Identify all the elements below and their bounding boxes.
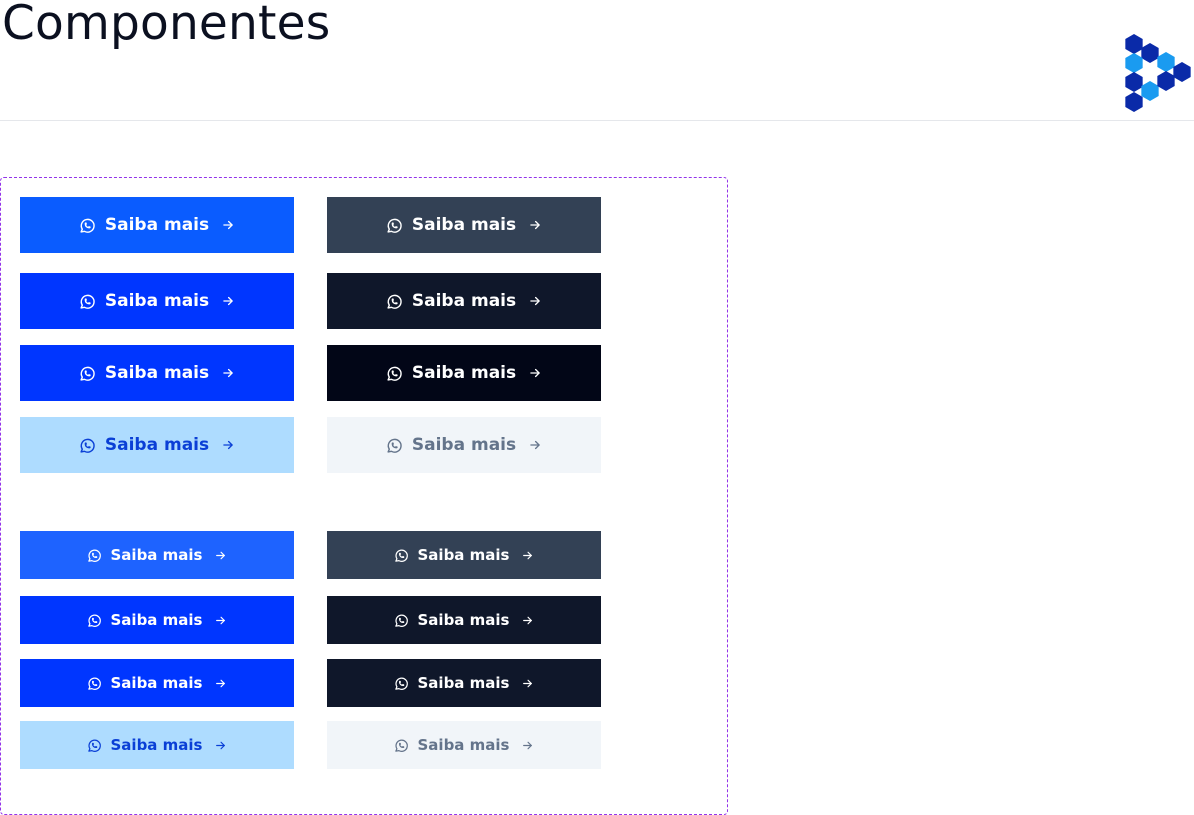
saiba-mais-button-primary-hover-sm[interactable]: Saiba mais bbox=[20, 596, 294, 644]
logo-hexagon bbox=[1141, 81, 1159, 101]
whatsapp-icon bbox=[79, 365, 96, 382]
saiba-mais-button-secondary-hover-sm[interactable]: Saiba mais bbox=[327, 596, 601, 644]
arrow-right-icon bbox=[528, 294, 542, 308]
arrow-right-icon bbox=[521, 677, 534, 690]
whatsapp-icon bbox=[394, 676, 409, 691]
button-label: Saiba mais bbox=[417, 611, 510, 629]
arrow-right-icon bbox=[221, 366, 235, 380]
whatsapp-icon bbox=[394, 548, 409, 563]
arrow-right-icon bbox=[214, 677, 227, 690]
whatsapp-icon bbox=[87, 738, 102, 753]
button-label: Saiba mais bbox=[104, 435, 210, 455]
arrow-right-icon bbox=[214, 614, 227, 627]
saiba-mais-button-primary-disabled-lg[interactable]: Saiba mais bbox=[20, 417, 294, 473]
saiba-mais-button-secondary-disabled-sm[interactable]: Saiba mais bbox=[327, 721, 601, 769]
button-label: Saiba mais bbox=[411, 215, 517, 235]
logo-hexagon bbox=[1173, 62, 1191, 82]
saiba-mais-button-primary-hover-lg[interactable]: Saiba mais bbox=[20, 273, 294, 329]
saiba-mais-button-primary-sm[interactable]: Saiba mais bbox=[20, 531, 294, 579]
whatsapp-icon bbox=[87, 613, 102, 628]
arrow-right-icon bbox=[214, 549, 227, 562]
arrow-right-icon bbox=[528, 218, 542, 232]
button-label: Saiba mais bbox=[104, 215, 210, 235]
hexagon-cluster-logo-icon[interactable] bbox=[1120, 32, 1194, 114]
arrow-right-icon bbox=[521, 614, 534, 627]
button-label: Saiba mais bbox=[411, 363, 517, 383]
saiba-mais-button-secondary-active-lg[interactable]: Saiba mais bbox=[327, 345, 601, 401]
arrow-right-icon bbox=[528, 366, 542, 380]
saiba-mais-button-secondary-hover-lg[interactable]: Saiba mais bbox=[327, 273, 601, 329]
saiba-mais-button-primary-active-lg[interactable]: Saiba mais bbox=[20, 345, 294, 401]
whatsapp-icon bbox=[386, 365, 403, 382]
logo-hexagon bbox=[1125, 34, 1143, 54]
button-label: Saiba mais bbox=[104, 363, 210, 383]
whatsapp-icon bbox=[79, 437, 96, 454]
saiba-mais-button-primary-lg[interactable]: Saiba mais bbox=[20, 197, 294, 253]
whatsapp-icon bbox=[79, 217, 96, 234]
button-label: Saiba mais bbox=[110, 546, 203, 564]
arrow-right-icon bbox=[221, 218, 235, 232]
button-label: Saiba mais bbox=[110, 674, 203, 692]
saiba-mais-button-secondary-disabled-lg[interactable]: Saiba mais bbox=[327, 417, 601, 473]
saiba-mais-button-primary-disabled-sm[interactable]: Saiba mais bbox=[20, 721, 294, 769]
whatsapp-icon bbox=[386, 217, 403, 234]
logo-hexagon bbox=[1125, 72, 1143, 92]
button-label: Saiba mais bbox=[417, 546, 510, 564]
arrow-right-icon bbox=[521, 739, 534, 752]
whatsapp-icon bbox=[394, 738, 409, 753]
button-label: Saiba mais bbox=[411, 435, 517, 455]
saiba-mais-button-secondary-lg[interactable]: Saiba mais bbox=[327, 197, 601, 253]
arrow-right-icon bbox=[221, 294, 235, 308]
logo-hexagon bbox=[1141, 43, 1159, 63]
button-label: Saiba mais bbox=[411, 291, 517, 311]
button-label: Saiba mais bbox=[417, 674, 510, 692]
saiba-mais-button-primary-active-sm[interactable]: Saiba mais bbox=[20, 659, 294, 707]
button-label: Saiba mais bbox=[110, 736, 203, 754]
logo-hexagon bbox=[1125, 92, 1143, 112]
whatsapp-icon bbox=[87, 548, 102, 563]
button-label: Saiba mais bbox=[104, 291, 210, 311]
saiba-mais-button-secondary-active-sm[interactable]: Saiba mais bbox=[327, 659, 601, 707]
logo-hexagon bbox=[1157, 71, 1175, 91]
whatsapp-icon bbox=[394, 613, 409, 628]
button-label: Saiba mais bbox=[417, 736, 510, 754]
whatsapp-icon bbox=[79, 293, 96, 310]
button-label: Saiba mais bbox=[110, 611, 203, 629]
saiba-mais-button-secondary-sm[interactable]: Saiba mais bbox=[327, 531, 601, 579]
arrow-right-icon bbox=[221, 438, 235, 452]
arrow-right-icon bbox=[214, 739, 227, 752]
arrow-right-icon bbox=[528, 438, 542, 452]
page-title: Componentes bbox=[2, 0, 331, 51]
arrow-right-icon bbox=[521, 549, 534, 562]
logo-hexagon bbox=[1157, 52, 1175, 72]
whatsapp-icon bbox=[386, 293, 403, 310]
whatsapp-icon bbox=[87, 676, 102, 691]
whatsapp-icon bbox=[386, 437, 403, 454]
logo-hexagon bbox=[1125, 53, 1143, 73]
page-header: Componentes bbox=[0, 0, 1194, 121]
